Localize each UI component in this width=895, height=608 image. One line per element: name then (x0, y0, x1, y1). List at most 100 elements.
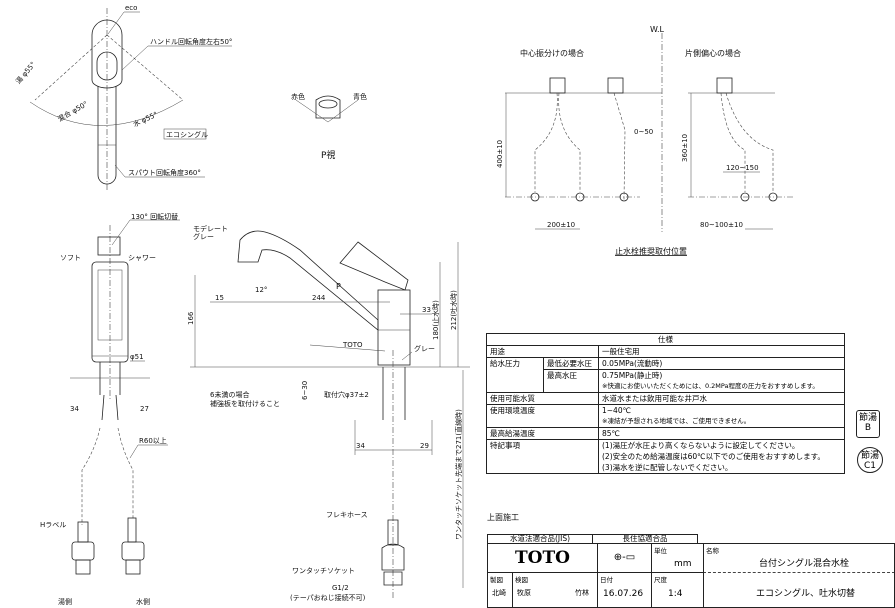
p-view: 赤色 青色 P視 (291, 92, 367, 161)
spec-value: 0.75MPa(静止時) (598, 369, 845, 381)
blue-label: 青色 (353, 92, 367, 101)
moderate-label-1: モデレート (193, 224, 228, 233)
hot-side-label: 湯側 (58, 597, 72, 606)
upper-install-label: 上面施工 (487, 512, 519, 522)
badge-b-bottom: B (864, 423, 872, 433)
side-dim34: 34 (356, 442, 365, 450)
install-position-title: 止水栓推奨取付位置 (615, 246, 687, 256)
name-label: 名称 (706, 547, 719, 555)
dim6-30: 6~30 (301, 381, 309, 400)
date-label: 日付 (600, 576, 613, 584)
one-touch-label: ワンタッチソケット (292, 566, 355, 575)
scale-label: 尺度 (654, 576, 667, 584)
dim-400: 400±10 (496, 140, 504, 168)
unit-label: 単位 (654, 547, 667, 555)
badge-c-bottom: C1 (863, 461, 876, 471)
angle12-label: 12° (255, 286, 267, 294)
water-saving-badge-b: 節湯 B (856, 410, 880, 438)
dim-80-100: 80~100±10 (700, 221, 743, 229)
unit-value: mm (674, 559, 692, 569)
spec-label: 最高給湯温度 (486, 427, 599, 440)
badge-c-top: 節湯 (860, 451, 879, 461)
spec-label: 最低必要水圧 (543, 357, 599, 370)
spec-value: 0.05MPa(流動時) (598, 357, 845, 370)
subtitle-cell: エコシングル、吐水切替 (703, 572, 895, 608)
side-dim29: 29 (420, 442, 429, 450)
center-case-label: 中心振分けの場合 (520, 48, 584, 58)
checked-cell: 検図牧原 竹林 (512, 572, 598, 608)
hot-angle-label: 湯 φ55° (14, 60, 38, 86)
drawn-cell: 製図北崎 (487, 572, 513, 608)
gray-label: グレー (414, 344, 435, 353)
spec-note: (3)湯水を逆に配管しないでください。 (598, 462, 845, 474)
spec-label: 給水圧力 (486, 357, 544, 393)
moderate-label-2: グレー (193, 232, 214, 241)
taper-label: (テーパおねじ接続不可) (290, 593, 366, 602)
spec-note: (1)湯圧が水圧より高くならないように設定してください。 (598, 439, 845, 451)
checked-label: 検図 (515, 576, 528, 584)
scale-value: 1:4 (668, 589, 683, 599)
drawn-label: 製図 (490, 576, 503, 584)
water-saving-badge-c1: 節湯 C1 (857, 447, 883, 473)
dim-0-50: 0~50 (634, 128, 653, 136)
dim15: 15 (215, 294, 224, 302)
reinforce-label-1: 6未満の場合 (210, 390, 249, 399)
spec-value: 85℃ (598, 427, 845, 440)
install-position-diagram: W.L 中心振分けの場合 片側偏心の場合 400±10 0~50 360±10 … (496, 25, 795, 256)
spec-label: 特記事項 (486, 439, 599, 474)
dim-360: 360±10 (681, 134, 689, 162)
spout-rotation-label: スパウト回転角度360° (128, 168, 201, 177)
mix-angle-label: 混合 φ50° (56, 99, 89, 123)
projection-symbol-icon: ⊕-▭ (597, 543, 652, 573)
spec-title: 仕様 (486, 333, 845, 346)
toto-logo: TOTO (487, 543, 598, 573)
dim244: 244 (312, 294, 326, 302)
name-value: 台付シングル混合水栓 (759, 559, 850, 569)
spec-value: 水道水または飲用可能な井戸水 (598, 392, 845, 405)
g12-label: G1/2 (332, 584, 349, 592)
soft-label: ソフト (60, 254, 81, 262)
spec-value: 一般住宅用 (598, 345, 845, 358)
eco-single-label: エコシングル (166, 130, 208, 139)
dim33: 33 (422, 306, 431, 314)
dim-120-150: 120~150 (726, 164, 759, 172)
side-view: モデレート グレー 12° 15 244 P 33 166 180(止水時) 2… (187, 224, 470, 602)
dia51-label: φ51 (130, 353, 144, 361)
name-cell: 名称台付シングル混合水栓 (703, 543, 895, 573)
hole-label: 取付穴φ37±2 (324, 390, 369, 399)
dim166: 166 (187, 311, 195, 325)
front-dim34: 34 (70, 405, 79, 413)
front-dim27: 27 (140, 405, 149, 413)
spec-note: ※凍結が予想される地域では、ご使用できません。 (598, 416, 845, 428)
cold-angle-label: 水 φ55° (131, 110, 159, 129)
r60-label: R60以上 (139, 436, 167, 445)
dim212: 212(吐水時) (449, 290, 458, 330)
subtitle-value: エコシングル、吐水切替 (756, 589, 856, 599)
reinforce-label-2: 補強板を取付けること (210, 399, 280, 408)
socket-length-label: ワンタッチソケット先端まで271(直線時) (454, 409, 463, 540)
wl-label: W.L (650, 25, 665, 34)
flex-hose-label: フレキホース (326, 511, 368, 519)
spec-note: (2)安全のため給湯温度は60℃以下でのご使用をおすすめします。 (598, 451, 845, 462)
front-view: 130° 回転切替 ソフト シャワー φ51 34 27 R60以上 Hラベル … (40, 212, 180, 606)
shower-label: シャワー (128, 254, 156, 262)
spec-label: 最高水圧 (543, 369, 599, 393)
checked-value-2: 竹林 (575, 589, 589, 597)
handle-rotation-label: ハンドル回転角度左右50° (150, 37, 232, 46)
eco-label: eco (125, 4, 137, 12)
drawn-value: 北崎 (492, 589, 506, 597)
badge-b-top: 節湯 (858, 413, 877, 423)
spec-label: 使用可能水質 (486, 392, 599, 405)
h-label: Hラベル (40, 521, 66, 529)
switch-label: 130° 回転切替 (131, 212, 178, 221)
top-view: eco ハンドル回転角度左右50° 湯 φ55° 混合 φ50° 水 φ55° … (14, 4, 232, 190)
checked-value-1: 牧原 (517, 589, 531, 597)
spec-label: 使用環境温度 (486, 404, 599, 428)
cold-side-label: 水側 (136, 597, 150, 606)
dim-200: 200±10 (547, 221, 575, 229)
dim180: 180(止水時) (431, 300, 440, 340)
